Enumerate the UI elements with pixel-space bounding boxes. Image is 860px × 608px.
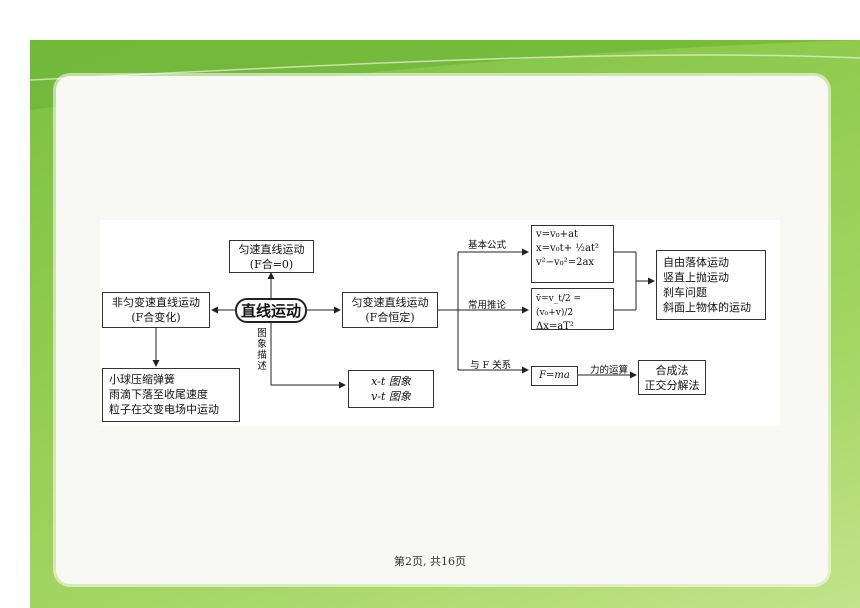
examples-box: 小球压缩弹簧 雨滴下落至收尾速度 粒子在交变电场中运动 (102, 368, 240, 422)
application-item: 刹车问题 (663, 286, 707, 299)
formula-velocity-squared: v²−v₀²=2ax (536, 257, 595, 268)
graph-description-label: 图象描述 (257, 328, 267, 372)
uniform-motion-title: 匀速直线运动 (238, 243, 305, 256)
basic-formulas-box: v=v₀+at x=v₀t+ ½at² v²−v₀²=2ax (531, 225, 614, 283)
derived-formula-label: 常用推论 (468, 300, 507, 311)
formula-displacement: x=v₀t+ ½at² (536, 243, 599, 254)
formula-average-velocity: v̄=v_t/2 = (v₀+v)/2 (536, 294, 581, 318)
application-item: 竖直上抛运动 (663, 271, 729, 284)
example-item: 小球压缩弹簧 (109, 373, 175, 386)
method-item: 正交分解法 (644, 379, 700, 392)
example-item: 雨滴下落至收尾速度 (109, 388, 208, 401)
formula-delta-x: Δx=aT² (536, 321, 574, 332)
nonuniform-motion-title: 非匀变速直线运动 (112, 296, 200, 309)
formula-velocity: v=v₀+at (536, 229, 579, 240)
method-item: 合成法 (655, 364, 689, 377)
concept-map: 匀速直线运动 (F合=0) 非匀变速直线运动 (F合变化) 直线运动 匀变速直线… (100, 220, 780, 426)
basic-formula-label: 基本公式 (468, 240, 507, 251)
graph-box: x-t 图象 v-t 图象 (348, 370, 434, 408)
nonuniform-motion-box: 非匀变速直线运动 (F合变化) (102, 292, 210, 328)
connector-lines (152, 248, 655, 389)
newton-law-box: F=ma (531, 366, 578, 386)
uniform-motion-box: 匀速直线运动 (F合=0) (229, 240, 314, 273)
application-item: 自由落体运动 (663, 256, 729, 269)
application-item: 斜面上物体的运动 (663, 301, 751, 314)
uniform-accel-box: 匀变速直线运动 (F合恒定) (342, 292, 438, 328)
xt-graph: x-t 图象 (371, 375, 411, 388)
page-number: 第2页, 共16页 (394, 555, 466, 568)
vt-graph: v-t 图象 (371, 390, 411, 403)
example-item: 粒子在交变电场中运动 (109, 403, 219, 416)
uniform-accel-condition: (F合恒定) (365, 311, 415, 324)
uniform-accel-title: 匀变速直线运动 (351, 296, 429, 309)
force-operation-label: 力的运算 (590, 365, 629, 376)
nonuniform-motion-condition: (F合变化) (131, 311, 181, 324)
methods-box: 合成法 正交分解法 (638, 360, 706, 395)
uniform-motion-condition: (F合=0) (249, 258, 294, 271)
force-relation-label: 与 F 关系 (470, 360, 512, 371)
linear-motion-center: 直线运动 (235, 298, 307, 323)
applications-box: 自由落体运动 竖直上抛运动 刹车问题 斜面上物体的运动 (656, 250, 766, 320)
derived-formulas-box: v̄=v_t/2 = (v₀+v)/2 Δx=aT² (531, 288, 614, 332)
